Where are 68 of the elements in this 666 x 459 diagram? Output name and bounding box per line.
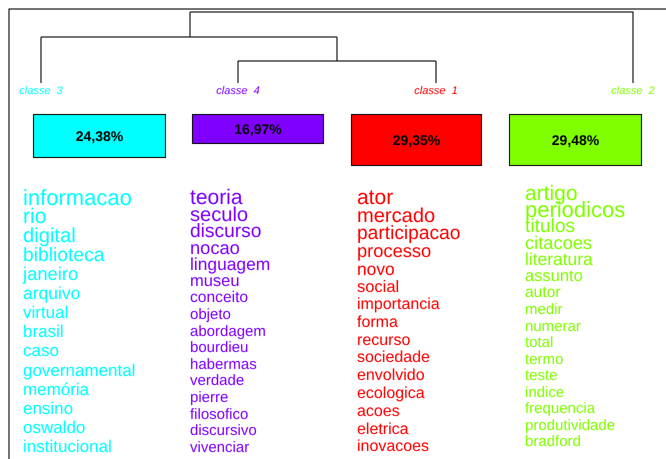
- word-label: literatura: [525, 251, 593, 269]
- word-label: inovacoes: [357, 439, 430, 456]
- word-label: ator: [357, 187, 394, 208]
- class-label: classe 2: [611, 85, 655, 97]
- word-label: ecologica: [357, 386, 425, 402]
- word-label: total: [525, 335, 554, 350]
- word-label: bradford: [525, 434, 581, 450]
- word-label: museu: [190, 272, 240, 290]
- word-label: memória: [23, 380, 90, 398]
- word-label: frequencia: [525, 401, 596, 416]
- word-label: processo: [357, 242, 432, 261]
- percentage-text: 16,97%: [234, 121, 282, 137]
- class-label: classe 3: [19, 85, 63, 97]
- word-label: assunto: [525, 268, 583, 285]
- word-label: bourdieu: [190, 340, 248, 356]
- percentage-text: 24,38%: [76, 128, 124, 144]
- word-label: governamental: [23, 362, 136, 379]
- word-label: digital: [23, 226, 76, 246]
- word-label: brasil: [23, 323, 64, 340]
- word-label: produtividade: [525, 418, 616, 433]
- word-label: sociedade: [357, 350, 430, 366]
- word-label: abordagem: [190, 324, 266, 339]
- word-label: discursivo: [190, 423, 257, 438]
- class-label: classe 4: [216, 85, 260, 97]
- class-box: [192, 114, 324, 144]
- percentage-text: 29,35%: [392, 132, 440, 148]
- word-label: eletrica: [357, 422, 409, 438]
- word-label: citacoes: [525, 234, 592, 253]
- word-label: verdade: [190, 373, 244, 388]
- word-label: nocao: [190, 238, 240, 258]
- percentage-text: 29,48%: [552, 132, 600, 148]
- word-label: linguagem: [190, 256, 270, 274]
- word-label: acoes: [357, 404, 400, 420]
- word-label: filosofico: [190, 406, 248, 422]
- class-box: [33, 114, 166, 158]
- class-box: [351, 114, 482, 166]
- word-label: social: [357, 278, 400, 296]
- word-label: conceito: [190, 290, 248, 306]
- word-label: informacao: [23, 186, 132, 209]
- word-label: importancia: [357, 297, 440, 313]
- word-label: arquivo: [23, 284, 80, 302]
- word-label: recurso: [357, 332, 410, 349]
- word-label: virtual: [23, 304, 68, 322]
- word-label: numerar: [525, 318, 581, 334]
- class-box: [509, 114, 642, 166]
- word-label: ensino: [23, 400, 74, 417]
- word-label: termo: [525, 352, 564, 367]
- word-label: institucional: [23, 438, 112, 455]
- word-label: participacao: [357, 224, 460, 244]
- word-label: discurso: [190, 222, 262, 241]
- word-label: medir: [525, 302, 563, 318]
- word-label: envolvido: [357, 368, 425, 384]
- word-label: forma: [357, 314, 398, 331]
- word-label: oswaldo: [23, 418, 86, 436]
- word-label: autor: [525, 285, 561, 301]
- word-label: pierre: [190, 390, 228, 405]
- word-label: janeiro: [23, 265, 78, 284]
- word-label: habermas: [190, 356, 257, 372]
- class-label: classe 1: [414, 85, 458, 97]
- word-label: vivenciar: [190, 440, 250, 455]
- word-label: caso: [23, 342, 59, 360]
- word-label: novo: [357, 260, 395, 278]
- word-label: rio: [23, 206, 46, 228]
- word-label: biblioteca: [23, 246, 104, 265]
- word-label: objeto: [190, 306, 231, 322]
- word-label: mercado: [357, 206, 436, 226]
- word-label: teste: [525, 368, 558, 384]
- word-label: indice: [525, 384, 564, 400]
